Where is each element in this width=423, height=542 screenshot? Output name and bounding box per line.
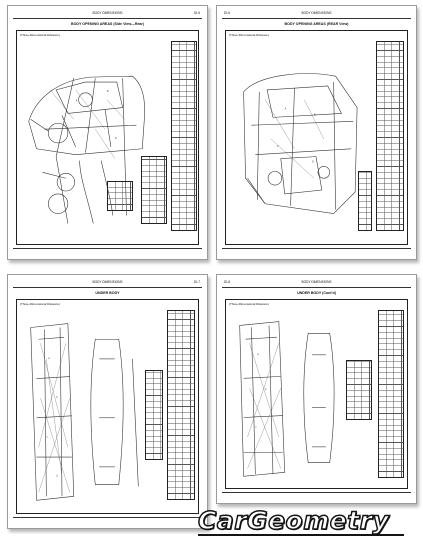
svg-text:D: D xyxy=(312,162,314,164)
logo-underline xyxy=(198,534,404,536)
svg-text:c: c xyxy=(46,436,48,438)
page-thumbnail-4[interactable]: DI-8 BODY DIMENSIONS UNDER BODY (Cont’d)… xyxy=(216,274,417,504)
svg-text:B: B xyxy=(107,91,109,93)
page-number: DI-5 xyxy=(193,11,200,15)
svg-text:b: b xyxy=(56,397,58,399)
page-number: DI-7 xyxy=(193,280,200,284)
svg-text:C: C xyxy=(87,128,89,130)
frame-label: (Three-Dimensional Distance) xyxy=(229,302,269,306)
footer-rule xyxy=(13,248,202,249)
diagram-frame: (Three-Dimensional Distance) A B C D xyxy=(16,30,199,245)
svg-text:D: D xyxy=(115,138,117,140)
page-header-center: BODY DIMENSIONS xyxy=(92,11,123,15)
dimension-table xyxy=(167,310,195,500)
svg-text:C: C xyxy=(277,146,279,148)
page-title: BODY OPENING AREAS (Side View—Rear) xyxy=(70,22,145,26)
page-header-center: BODY DIMENSIONS xyxy=(301,280,332,284)
svg-text:b: b xyxy=(265,389,267,391)
dimension-table xyxy=(376,41,404,231)
header-rule xyxy=(13,287,202,288)
diagram-frame: (Three-Dimensional Distance) a b c xyxy=(225,299,408,489)
underbody-diagram: a b c d xyxy=(30,323,139,501)
page-thumbnail-2[interactable]: DI-6 BODY DIMENSIONS BODY OPENING AREAS … xyxy=(216,5,417,260)
underbody-cont-diagram: a b c xyxy=(239,321,335,477)
svg-text:A: A xyxy=(76,100,78,103)
dimension-table-tiny xyxy=(107,181,133,211)
body-side-diagram: A B C D xyxy=(28,75,145,224)
page-title: UNDER BODY (Cont’d) xyxy=(297,291,336,295)
page-number: DI-8 xyxy=(224,280,231,284)
header-rule xyxy=(13,18,202,19)
header-rule xyxy=(222,18,411,19)
dimension-table xyxy=(378,310,404,478)
page-title: UNDER BODY xyxy=(95,291,120,295)
footer-rule xyxy=(222,492,411,493)
frame-label: (Three-Dimensional Distance) xyxy=(20,33,60,37)
footer-rule xyxy=(13,517,202,518)
svg-text:c: c xyxy=(255,426,257,428)
frame-label: (Three-Dimensional Distance) xyxy=(229,33,269,37)
page-header-center: BODY DIMENSIONS xyxy=(301,11,332,15)
frame-label: (Three-Dimensional Distance) xyxy=(20,302,60,306)
page-header-center: BODY DIMENSIONS xyxy=(92,280,123,284)
diagram-frame: (Three-Dimensional Distance) a b c d xyxy=(16,299,199,514)
dimension-table-small xyxy=(141,156,167,224)
page-number: DI-6 xyxy=(224,11,231,15)
body-rear-diagram: A B C D xyxy=(243,73,358,214)
dimension-table-small xyxy=(346,360,372,420)
diagram-frame: (Three-Dimensional Distance) A B C D xyxy=(225,30,408,245)
svg-text:a: a xyxy=(257,354,259,356)
footer-rule xyxy=(222,248,411,249)
page-thumbnail-1[interactable]: BODY DIMENSIONS DI-5 BODY OPENING AREAS … xyxy=(7,5,208,260)
svg-text:B: B xyxy=(314,114,316,116)
dimension-table-small xyxy=(145,370,163,460)
svg-text:A: A xyxy=(285,108,287,111)
cargeometry-logo: CarGeometry xyxy=(197,505,390,536)
dimension-table xyxy=(171,41,197,231)
header-rule xyxy=(222,287,411,288)
dimension-table-small xyxy=(358,171,372,231)
page-thumbnail-3[interactable]: BODY DIMENSIONS DI-7 UNDER BODY (Three-D… xyxy=(7,274,208,529)
page-title: BODY OPENING AREAS (REAR View) xyxy=(284,22,349,26)
svg-text:d: d xyxy=(56,476,58,478)
svg-text:a: a xyxy=(48,358,50,360)
